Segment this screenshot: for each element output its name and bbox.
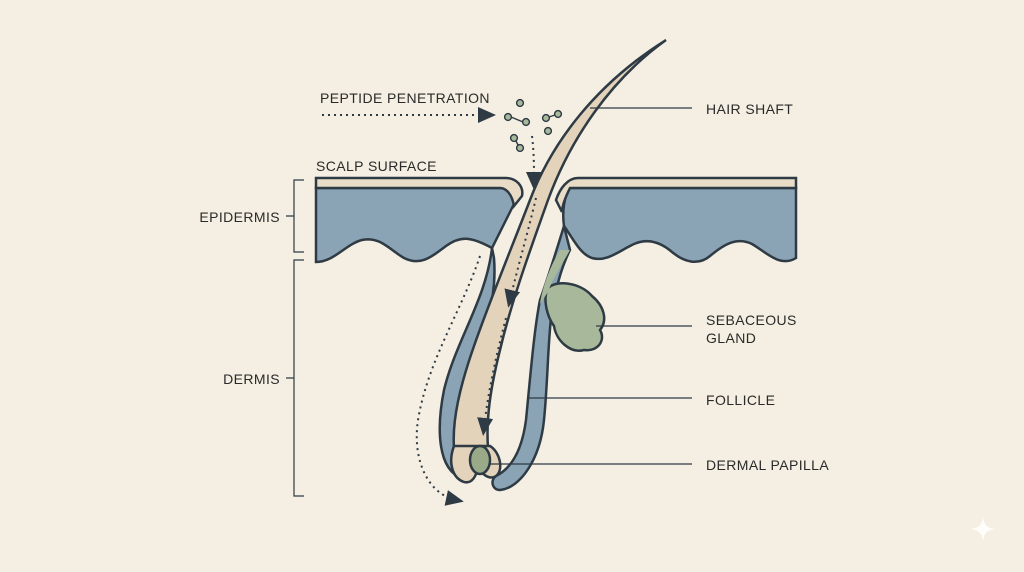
label-peptide-penetration: PEPTIDE PENETRATION xyxy=(320,90,490,106)
peptide-path-outer xyxy=(415,255,481,506)
epidermis-bracket xyxy=(286,179,304,253)
dermal-papilla xyxy=(468,444,492,476)
label-dermis: DERMIS xyxy=(223,371,280,387)
epidermis-left xyxy=(314,186,516,264)
peptide-path-to-bulb xyxy=(477,317,507,436)
scalp-surface-left xyxy=(314,176,524,209)
peptide-molecule-cluster xyxy=(503,98,563,153)
sebaceous-gland xyxy=(544,282,606,352)
peptide-path-down-top xyxy=(525,135,542,190)
label-epidermis: EPIDERMIS xyxy=(199,209,280,225)
dermis-bracket xyxy=(286,259,304,497)
label-follicle: FOLLICLE xyxy=(706,392,776,408)
sebaceous-duct xyxy=(540,250,570,304)
scalp-surface-right xyxy=(554,176,798,213)
label-hair-shaft: HAIR SHAFT xyxy=(706,101,794,117)
epidermis-right xyxy=(562,186,798,264)
label-scalp-surface: SCALP SURFACE xyxy=(316,158,437,174)
label-dermal-papilla: DERMAL PAPILLA xyxy=(706,457,830,473)
label-sebaceous-gland: SEBACEOUS GLAND xyxy=(706,312,797,346)
sparkle-icon xyxy=(970,516,996,542)
